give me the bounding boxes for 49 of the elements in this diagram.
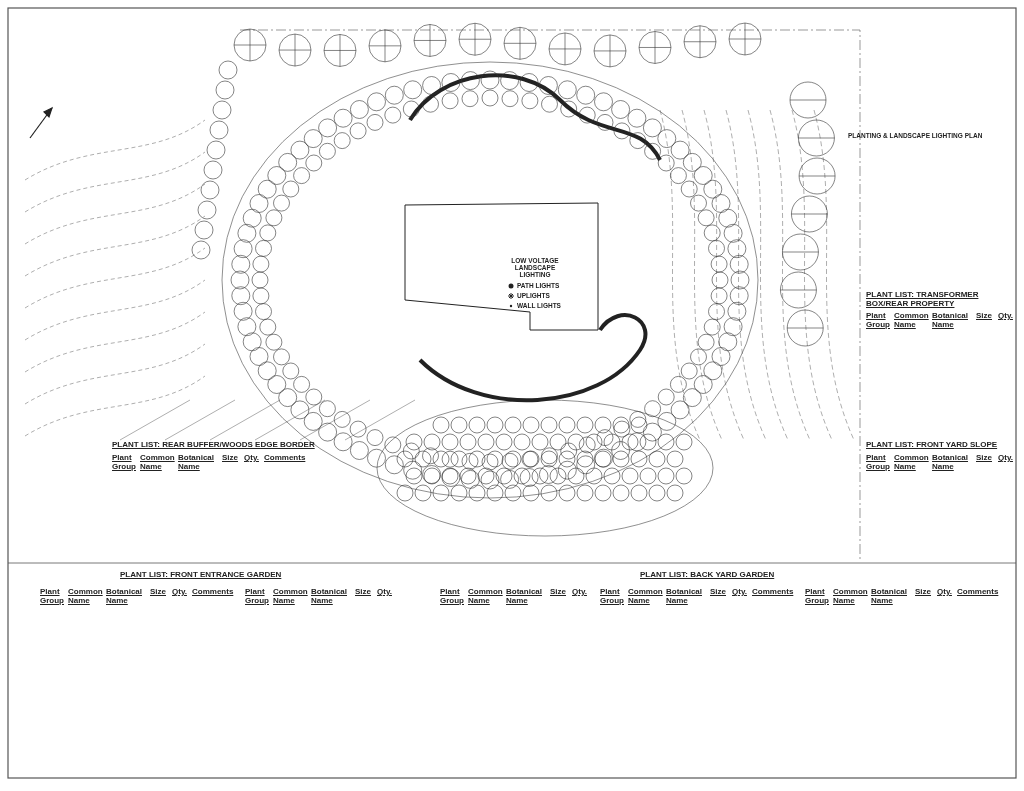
column-header: Plant Group: [440, 588, 465, 606]
column-header: Plant Group: [40, 588, 65, 606]
column-header: Botanical Name: [666, 588, 703, 606]
column-header: Plant Group: [600, 588, 625, 606]
column-header: Qty.: [172, 588, 188, 597]
table-title: PLANT LIST: FRONT YARD SLOPE: [866, 440, 999, 449]
column-header: Size: [976, 454, 993, 463]
column-header: Common Name: [468, 588, 504, 606]
table-title: PLANT LIST: BACK YARD GARDEN: [640, 570, 776, 579]
column-header: Plant Group: [866, 312, 891, 330]
column-header: Common Name: [68, 588, 104, 606]
column-header: Comments: [752, 588, 792, 597]
column-header: Size: [915, 588, 932, 597]
column-header: Common Name: [628, 588, 664, 606]
column-header: Plant Group: [112, 454, 137, 472]
column-header: Size: [150, 588, 167, 597]
column-header: Qty.: [998, 454, 1014, 463]
column-header: Botanical Name: [871, 588, 908, 606]
column-header: Comments: [192, 588, 232, 597]
column-header: Qty.: [998, 312, 1014, 321]
table-title: PLANT LIST: FRONT ENTRANCE GARDEN: [120, 570, 283, 579]
column-header: Botanical Name: [932, 454, 969, 472]
column-header: Size: [222, 454, 239, 463]
column-header: Qty.: [572, 588, 588, 597]
column-header: Botanical Name: [506, 588, 543, 606]
column-header: Botanical Name: [932, 312, 969, 330]
column-header: Common Name: [140, 454, 176, 472]
column-header: Size: [976, 312, 993, 321]
column-header: Plant Group: [866, 454, 891, 472]
column-header: Botanical Name: [178, 454, 215, 472]
column-header: Size: [355, 588, 372, 597]
column-header: Qty.: [244, 454, 260, 463]
table-title: PLANT LIST: REAR BUFFER/WOODS EDGE BORDER: [112, 440, 316, 449]
column-header: Size: [710, 588, 727, 597]
column-header: Common Name: [273, 588, 309, 606]
column-header: Common Name: [894, 454, 930, 472]
column-header: Common Name: [833, 588, 869, 606]
column-header: Comments: [957, 588, 997, 597]
table-title: PLANT LIST: TRANSFORMER BOX/REAR PROPERTY: [866, 290, 980, 308]
column-header: Qty.: [732, 588, 748, 597]
column-header: Comments: [264, 454, 304, 463]
column-header: Qty.: [377, 588, 393, 597]
column-header: Botanical Name: [106, 588, 143, 606]
column-header: Common Name: [894, 312, 930, 330]
column-header: Plant Group: [805, 588, 830, 606]
column-header: Plant Group: [245, 588, 270, 606]
column-header: Qty.: [937, 588, 953, 597]
column-header: Size: [550, 588, 567, 597]
column-header: Botanical Name: [311, 588, 348, 606]
